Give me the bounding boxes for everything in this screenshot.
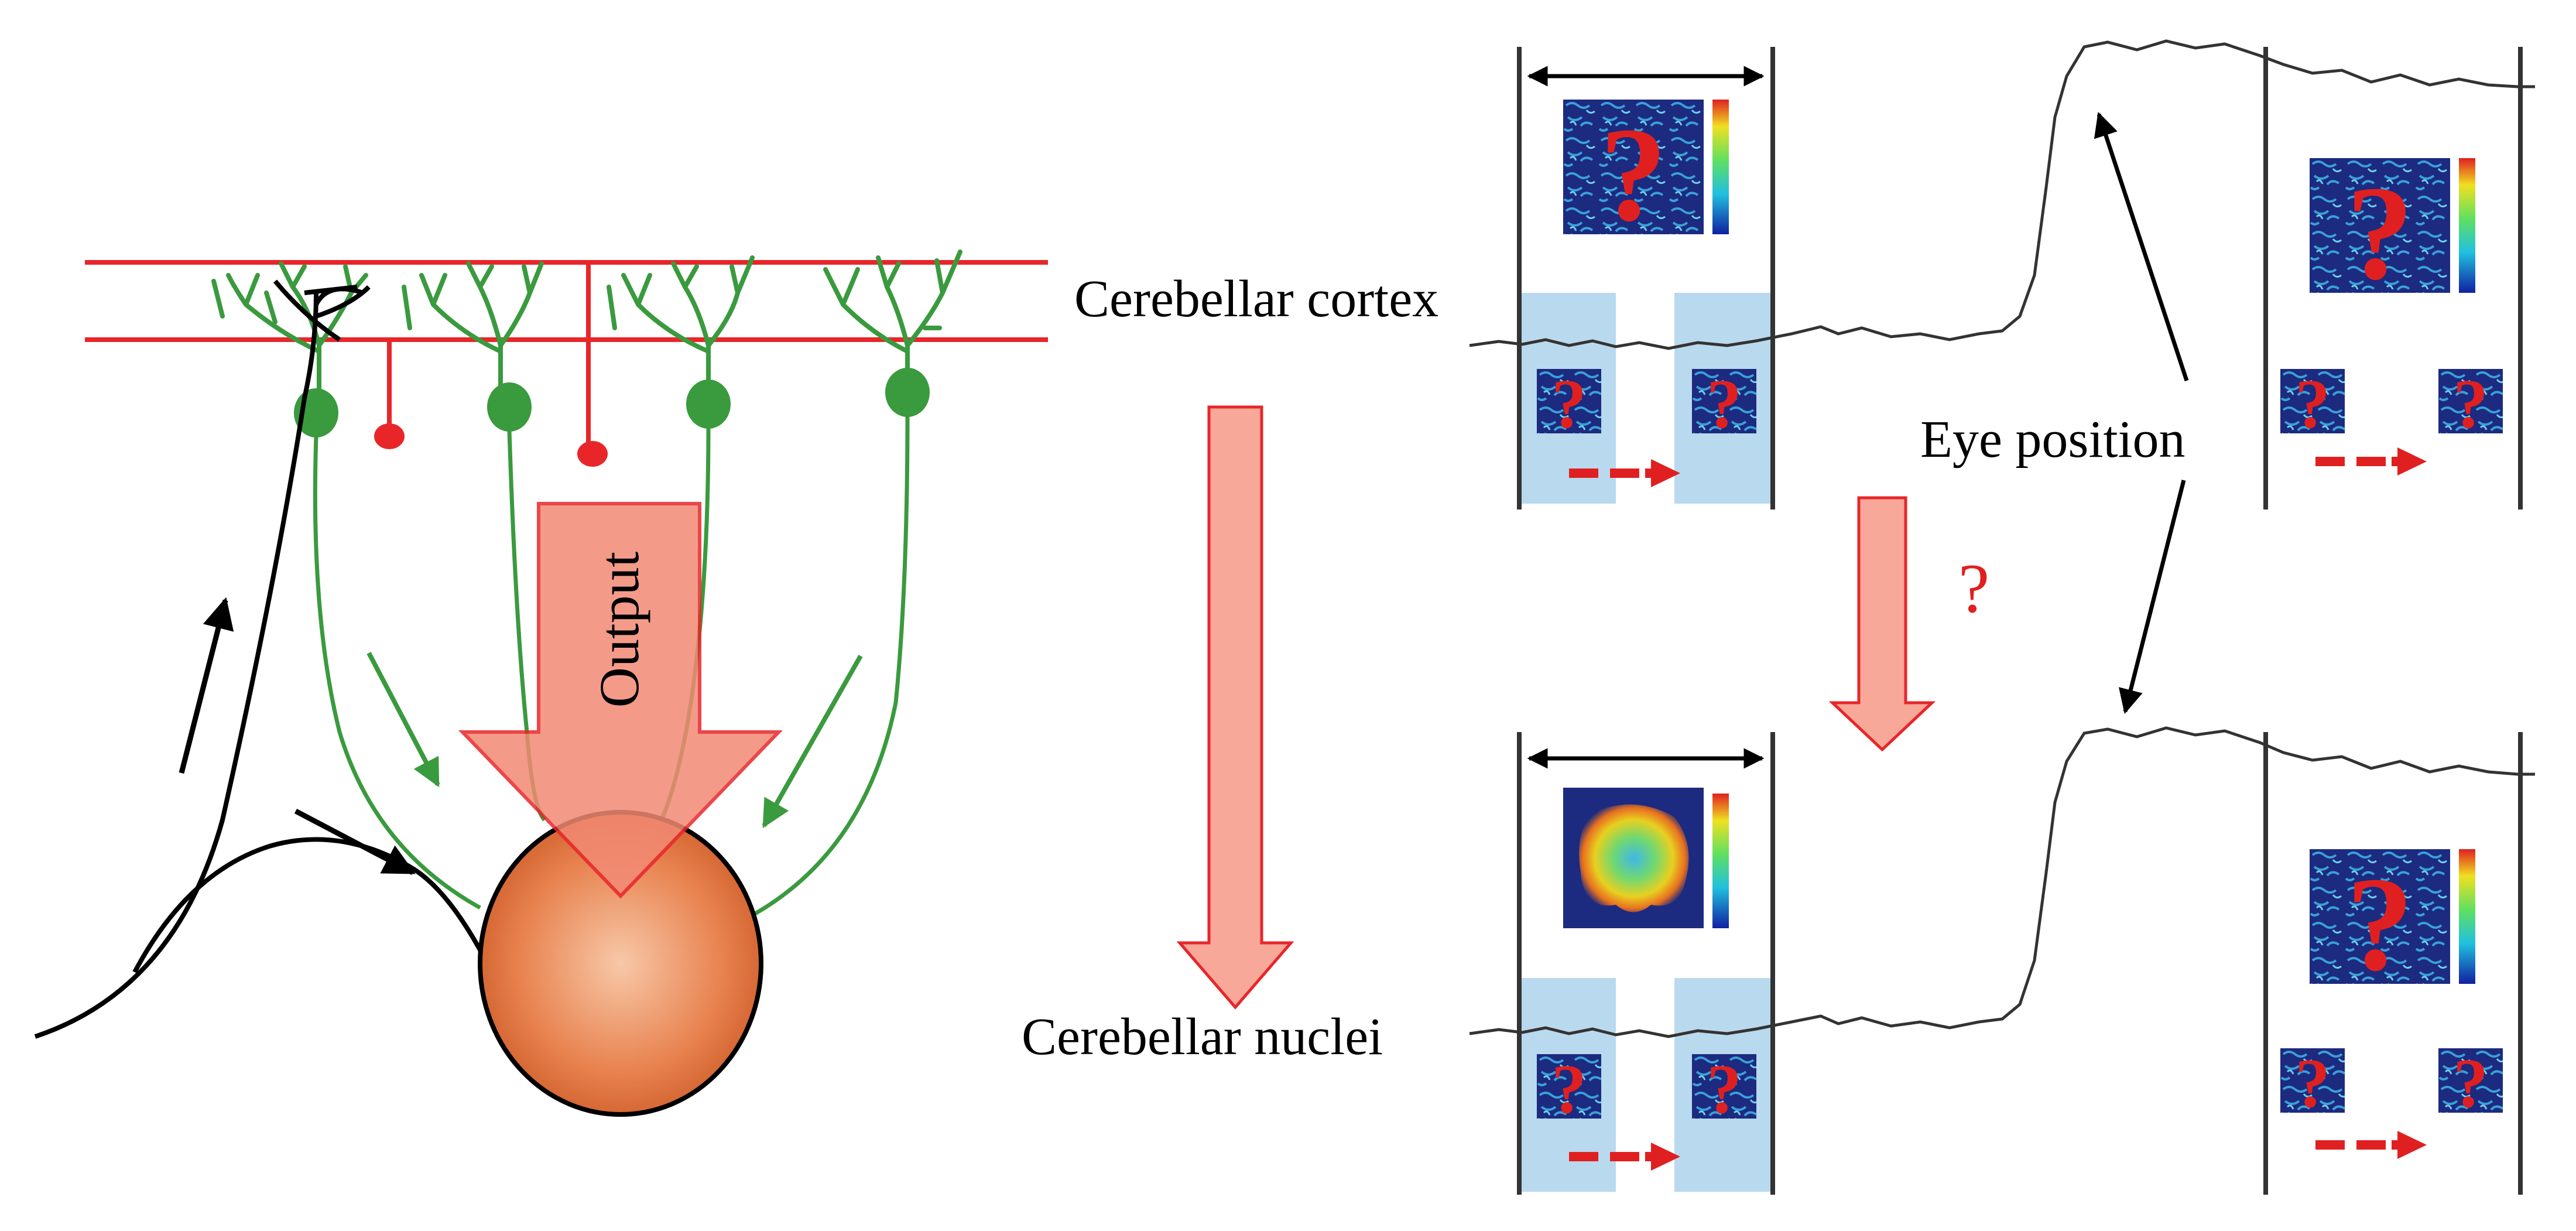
colorbar-icon [2459, 158, 2475, 293]
cerebellar-cortex-label: Cerebellar cortex [1074, 270, 1438, 328]
eye-arrow-up [2094, 112, 2189, 382]
inhibition-arrow-left [366, 652, 440, 788]
eye-arrow-down [2118, 480, 2186, 714]
eye-position-trace-top [1469, 39, 2535, 350]
purkinje-soma-3 [686, 379, 731, 429]
output-label: Output [588, 551, 650, 707]
nuclei-panel [1469, 726, 2535, 1195]
cortex-map-right [2310, 158, 2450, 307]
cortex-to-nuclei-arrow [1176, 405, 1294, 1010]
cortex-panel [1469, 39, 2535, 510]
climbing-fiber [34, 279, 494, 1039]
input-arrow [294, 809, 416, 875]
output-arrow [458, 502, 783, 899]
purkinje-soma-4 [885, 368, 930, 417]
cerebellar-nuclei-label: Cerebellar nuclei [1022, 1008, 1383, 1066]
purkinje-soma-2 [487, 382, 532, 432]
eye-position-trace-bottom [1469, 726, 2535, 1038]
colorbar-icon [1712, 100, 1729, 234]
interneuron-1 [374, 340, 405, 449]
uncertain-transfer-arrow [1828, 496, 1936, 752]
colorbar-icon [2459, 849, 2475, 984]
interneuron-2 [577, 262, 608, 467]
circuit-schematic: Output [34, 249, 1048, 1117]
nuclei-map-left [1563, 788, 1704, 928]
eye-position-label: Eye position [1920, 411, 2185, 469]
dashed-arrow-icon [2315, 1131, 2427, 1159]
dashed-arrow-icon [2315, 447, 2427, 476]
colorbar-icon [1712, 794, 1729, 928]
cortex-map-left [1563, 100, 1704, 249]
inhibition-arrow-right [762, 655, 863, 829]
nuclei-map-right [2310, 849, 2450, 999]
question-mark-icon: ? [1958, 549, 1989, 627]
ascending-arrow [179, 597, 234, 774]
